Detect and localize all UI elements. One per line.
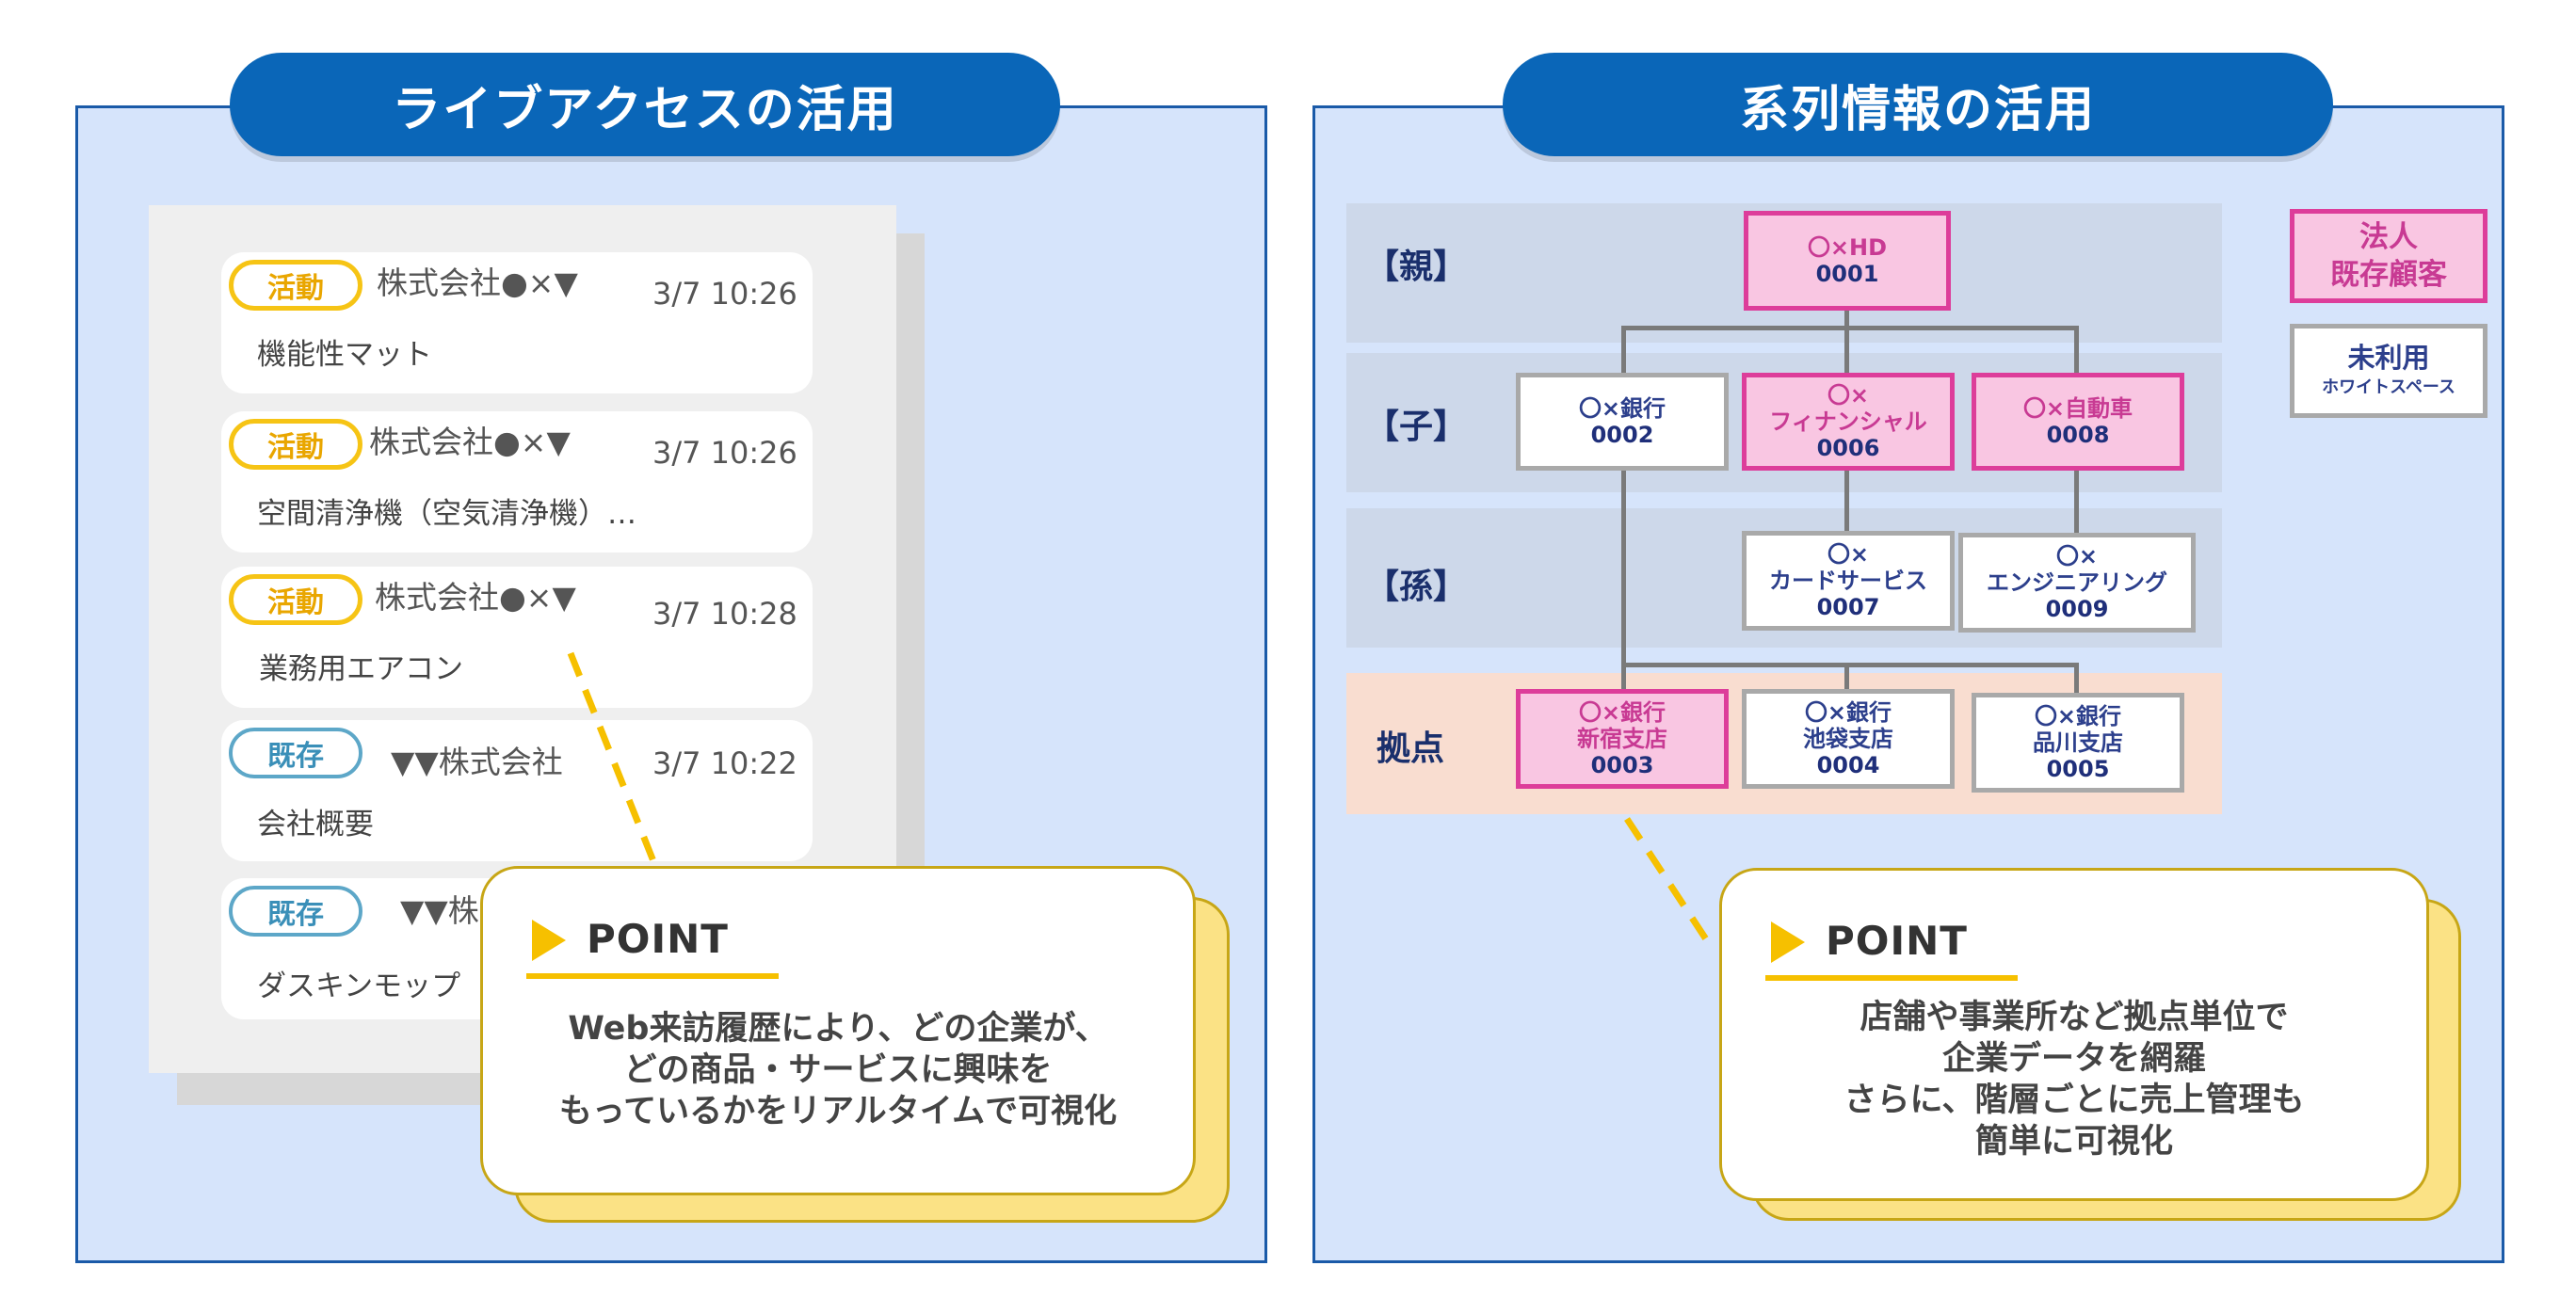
node-code: 0009: [2045, 596, 2109, 622]
legend-label: 法人: [2359, 220, 2418, 254]
connector: [2074, 326, 2079, 373]
level-label-parent: 【親】: [1365, 248, 1468, 286]
point-callout: POINT 店舗や事業所など拠点単位で 企業データを網羅 さらに、階層ごとに売上…: [1719, 868, 2429, 1201]
timestamp: 3/7 10:26: [652, 435, 797, 471]
org-node-shinjuku[interactable]: 〇×銀行 新宿支店 0003: [1516, 689, 1729, 789]
legend-label: 未利用: [2347, 342, 2430, 374]
point-callout: POINT Web来訪履歴により、どの企業が、 どの商品・サービスに興味を もっ…: [480, 866, 1196, 1195]
node-code: 0001: [1815, 261, 1879, 287]
level-label-child: 【子】: [1365, 408, 1468, 446]
list-item[interactable]: 既存 ▼▼株式会社 3/7 10:22 会社概要: [221, 720, 813, 861]
connector: [1844, 471, 1849, 531]
company-name: 株式会社●×▼: [375, 579, 576, 616]
callout-connector: [1624, 817, 1716, 953]
node-name: 〇×銀行: [1804, 699, 1892, 726]
connector: [1844, 326, 1849, 373]
node-name: エンジニアリング: [1987, 569, 2167, 596]
timestamp: 3/7 10:26: [652, 276, 797, 312]
node-code: 0005: [2046, 756, 2110, 782]
existing-tag: 既存: [229, 728, 362, 778]
connector: [1621, 663, 2079, 667]
connector: [2074, 471, 2079, 533]
company-name: 株式会社●×▼: [369, 424, 571, 460]
node-name: カードサービス: [1769, 568, 1927, 594]
point-text-line: 企業データを網羅: [1941, 1040, 2206, 1078]
node-name: 〇×銀行: [1578, 395, 1666, 422]
product-name: 会社概要: [257, 808, 374, 841]
company-name: 株式会社●×▼: [377, 264, 578, 301]
connector: [2074, 663, 2079, 693]
node-name: 〇×自動車: [2022, 395, 2133, 422]
activity-tag: 活動: [229, 419, 362, 470]
org-node-engineering[interactable]: 〇× エンジニアリング 0009: [1958, 533, 2196, 633]
node-name: 〇×: [1827, 382, 1870, 409]
connector: [1844, 311, 1849, 329]
list-item[interactable]: 活動 株式会社●×▼ 3/7 10:28 業務用エアコン: [221, 567, 813, 708]
node-code: 0004: [1816, 752, 1880, 778]
org-node-financial[interactable]: 〇× フィナンシャル 0006: [1742, 373, 1955, 471]
list-item[interactable]: 活動 株式会社●×▼ 3/7 10:26 機能性マット: [221, 252, 813, 393]
node-name: 新宿支店: [1577, 726, 1667, 752]
point-label: POINT: [587, 916, 729, 962]
node-name: フィナンシャル: [1769, 409, 1927, 435]
level-label-grandchild: 【孫】: [1365, 568, 1468, 606]
node-code: 0008: [2046, 422, 2110, 448]
node-name: 〇×HD: [1807, 234, 1888, 261]
point-text-line: 店舗や事業所など拠点単位で: [1860, 999, 2289, 1036]
org-node-auto[interactable]: 〇×自動車 0008: [1972, 373, 2184, 471]
legend-unused: 未利用 ホワイトスペース: [2290, 324, 2487, 418]
node-name: 〇×銀行: [1578, 699, 1666, 726]
company-name: ▼▼株: [400, 892, 479, 929]
company-name: ▼▼株式会社: [391, 744, 563, 780]
node-name: 池袋支店: [1803, 726, 1893, 752]
point-label: POINT: [1826, 918, 1968, 964]
timestamp: 3/7 10:22: [652, 745, 797, 781]
legend-label: 既存顧客: [2330, 258, 2447, 292]
org-node-shinagawa[interactable]: 〇×銀行 品川支店 0005: [1972, 693, 2184, 793]
list-item[interactable]: 活動 株式会社●×▼ 3/7 10:26 空間清浄機（空気清浄機）…: [221, 411, 813, 553]
timestamp: 3/7 10:28: [652, 596, 797, 632]
connector: [1621, 326, 2079, 330]
node-code: 0003: [1590, 752, 1654, 778]
node-name: 〇×銀行: [2034, 703, 2122, 729]
point-text-line: 簡単に可視化: [1974, 1123, 2173, 1161]
connector: [1621, 471, 1626, 689]
point-text-line: もっているかをリアルタイムで可視化: [558, 1093, 1118, 1130]
connector: [1844, 663, 1849, 689]
connector: [1621, 326, 1626, 373]
callout-connector: [567, 651, 663, 877]
org-node-ikebukuro[interactable]: 〇×銀行 池袋支店 0004: [1742, 689, 1955, 789]
node-name: 品川支店: [2033, 729, 2123, 756]
point-underline: [526, 973, 779, 979]
play-icon: [1771, 921, 1805, 963]
node-code: 0006: [1816, 435, 1880, 461]
group-info-title: 系列情報の活用: [1503, 53, 2333, 156]
activity-tag: 活動: [229, 260, 362, 311]
legend-existing-customer: 法人 既存顧客: [2290, 209, 2487, 303]
org-node-bank[interactable]: 〇×銀行 0002: [1516, 373, 1729, 471]
product-name: ダスキンモップ: [257, 969, 461, 1003]
node-name: 〇×: [1827, 541, 1870, 568]
play-icon: [532, 920, 566, 961]
existing-tag: 既存: [229, 886, 362, 937]
level-label-base: 拠点: [1377, 729, 1445, 768]
node-code: 0002: [1590, 422, 1654, 448]
point-text-line: さらに、階層ごとに売上管理も: [1843, 1082, 2305, 1119]
point-underline: [1765, 975, 2018, 981]
live-access-title: ライブアクセスの活用: [230, 53, 1060, 156]
node-code: 0007: [1816, 594, 1880, 620]
point-text-line: どの商品・サービスに興味を: [623, 1051, 1053, 1089]
legend-label: ホワイトスペース: [2322, 377, 2455, 397]
org-node-hd[interactable]: 〇×HD 0001: [1744, 211, 1951, 311]
activity-tag: 活動: [229, 574, 362, 625]
org-node-card[interactable]: 〇× カードサービス 0007: [1742, 531, 1955, 631]
point-text-line: Web来訪履歴により、どの企業が、: [568, 1010, 1108, 1048]
product-name: 機能性マット: [257, 338, 432, 372]
node-name: 〇×: [2055, 543, 2099, 569]
product-name: 空間清浄機（空気清浄機）…: [257, 497, 636, 531]
product-name: 業務用エアコン: [259, 652, 463, 686]
